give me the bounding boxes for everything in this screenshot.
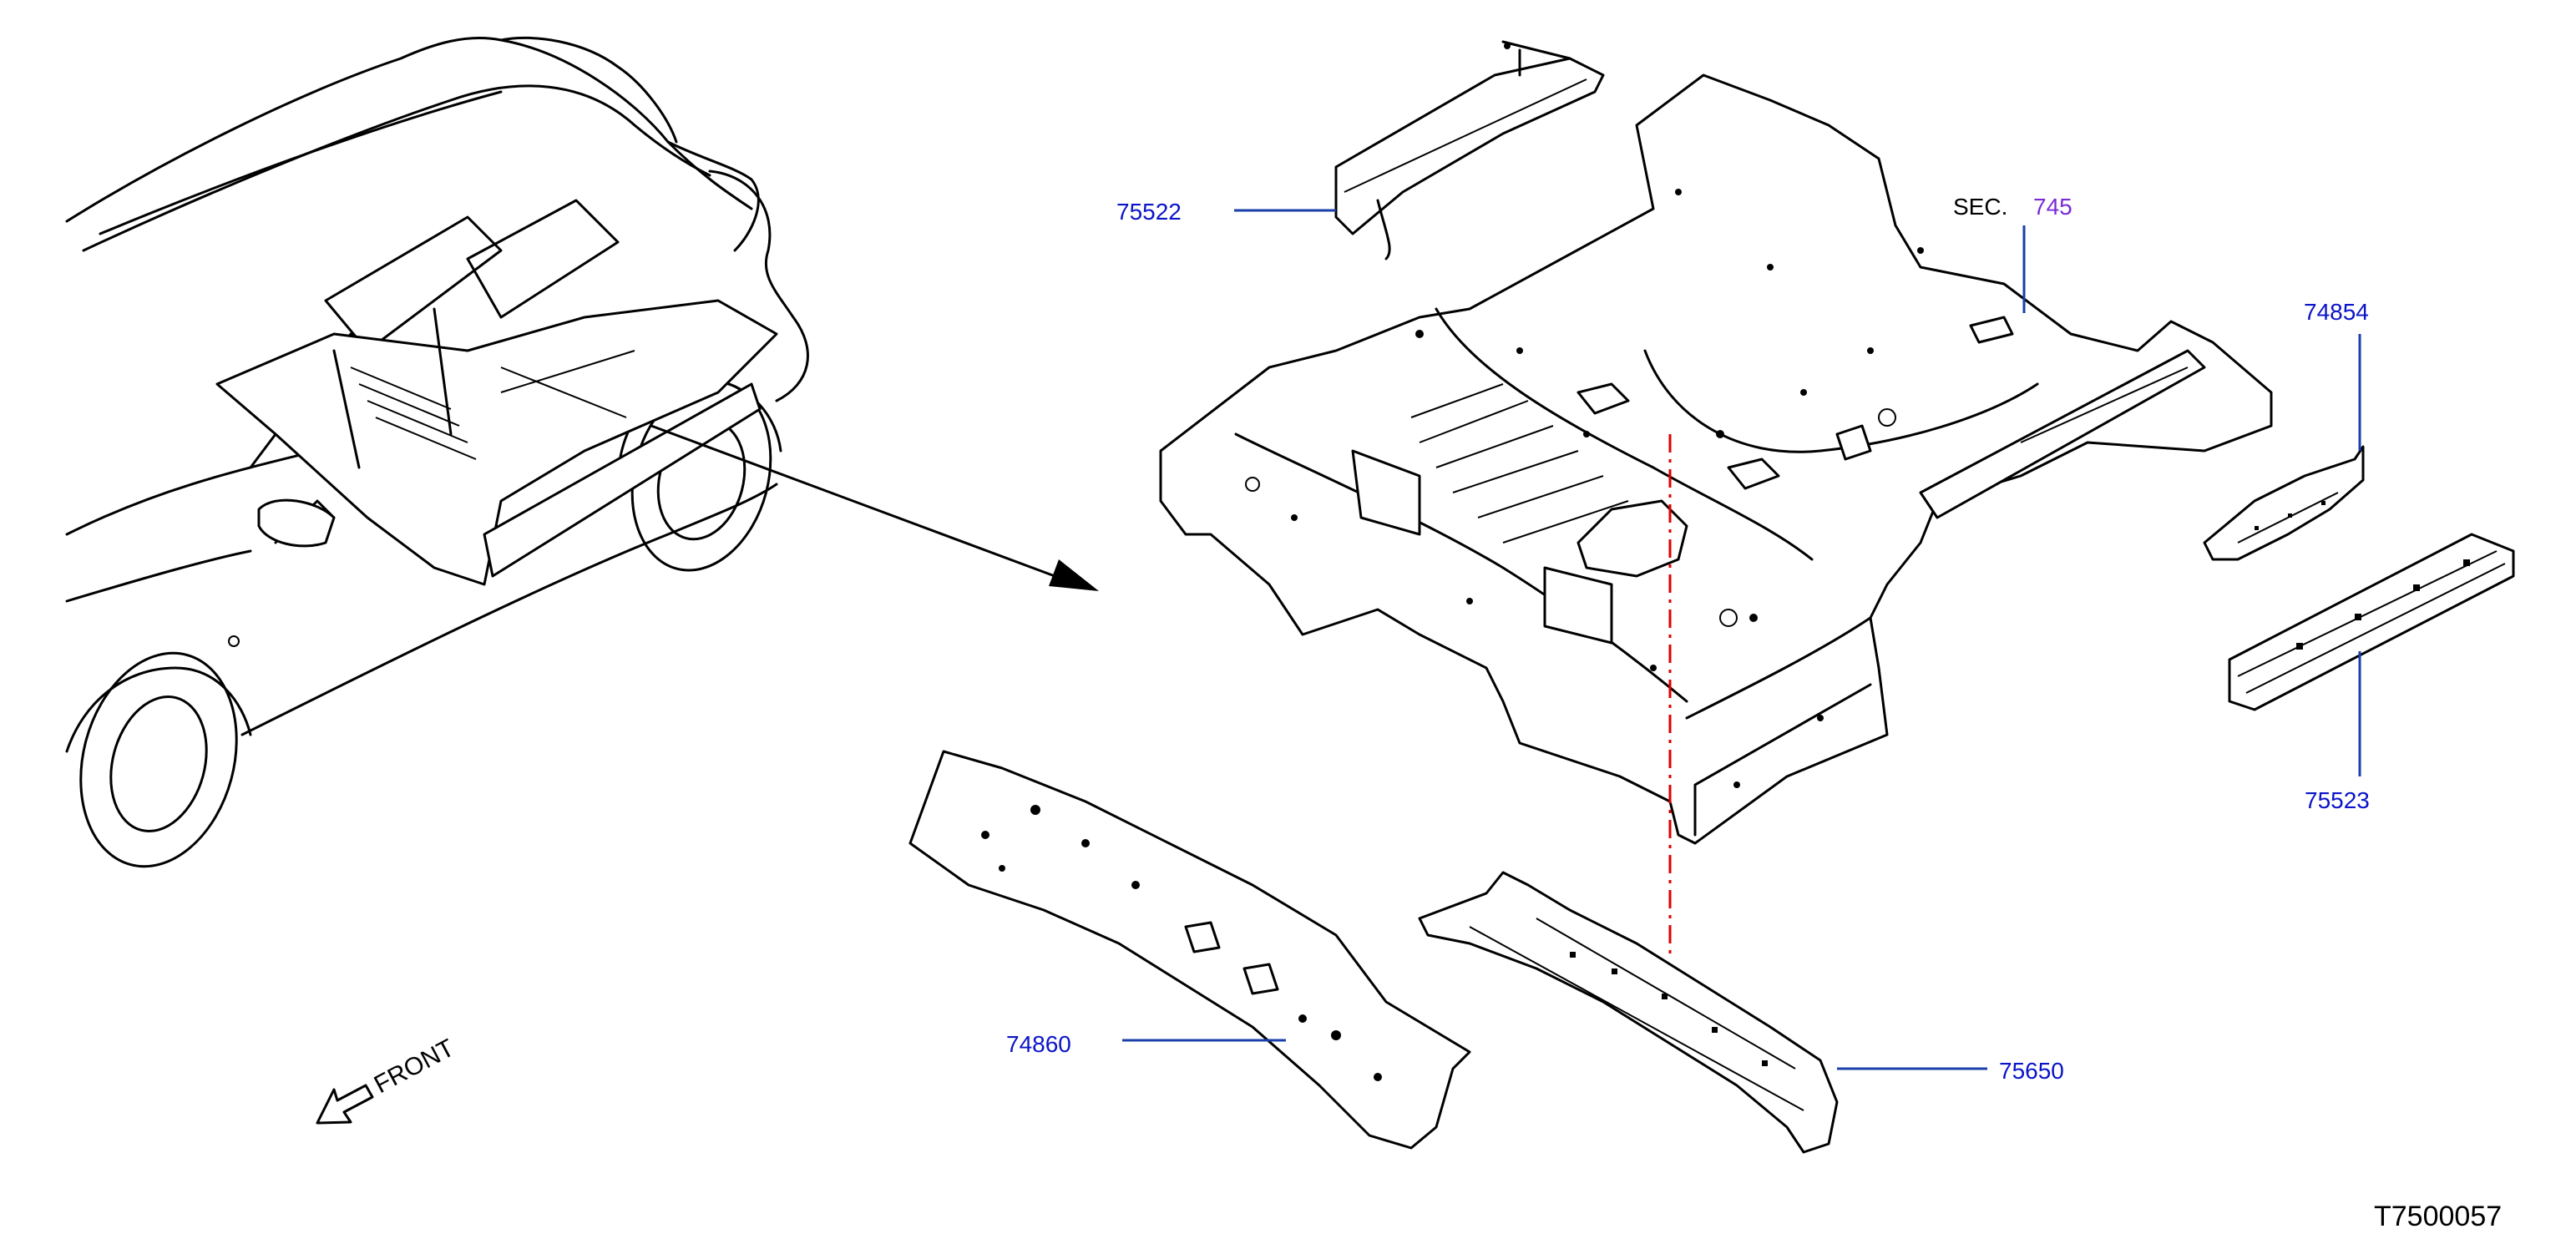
rear-floor-panel: [1159, 73, 2273, 845]
detail-arrow: [650, 424, 1099, 591]
part-number-74854[interactable]: 74854: [2304, 299, 2369, 325]
part-75650-crossmember[interactable]: [1418, 871, 1839, 1154]
part-number-75522[interactable]: 75522: [1116, 199, 1182, 225]
section-prefix: SEC.: [1953, 194, 2007, 220]
diagram-code: T7500057: [2374, 1201, 2502, 1232]
front-direction-indicator: FRONT: [316, 1034, 459, 1125]
part-74854-panel[interactable]: [2203, 445, 2365, 561]
vehicle-overview-illustration: [65, 36, 809, 868]
part-number-74860[interactable]: 74860: [1006, 1031, 1071, 1057]
part-74860-crossmember[interactable]: [908, 750, 1471, 1150]
part-number-75650[interactable]: 75650: [1999, 1058, 2064, 1084]
section-number-link[interactable]: 745: [2033, 194, 2072, 220]
part-75522-member[interactable]: [1334, 40, 1605, 260]
leader-lines: [1122, 209, 2361, 1070]
part-number-75523[interactable]: 75523: [2305, 787, 2370, 813]
part-75523-rail[interactable]: [2228, 533, 2515, 711]
front-label: FRONT: [370, 1034, 459, 1100]
